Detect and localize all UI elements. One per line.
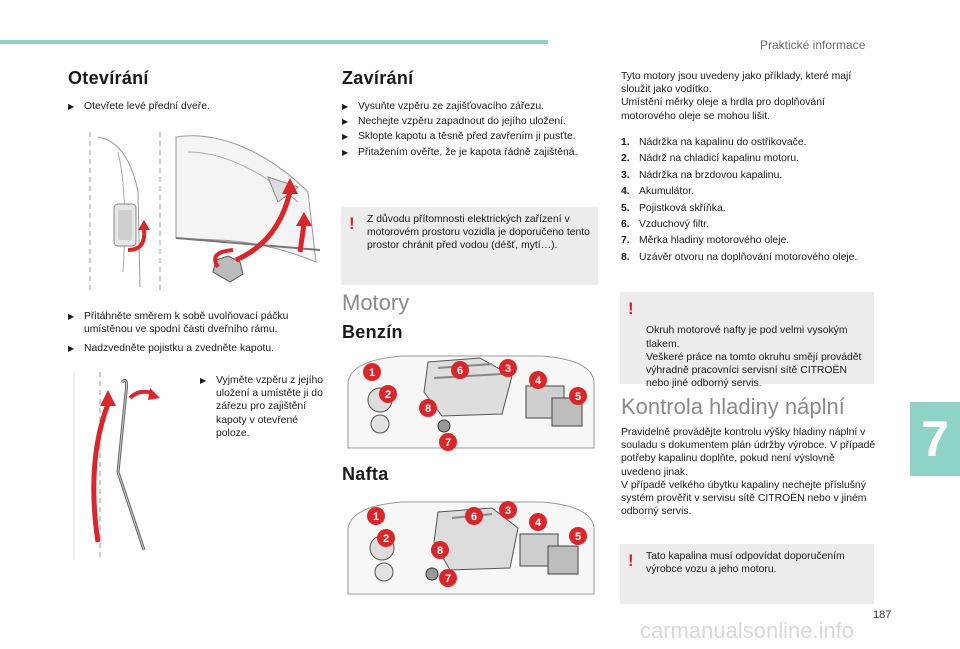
engines-title: Motory	[342, 290, 410, 315]
list-item: 2.Nádrž na chladicí kapalinu motoru.	[621, 153, 799, 165]
opening-steps-2: ▶Přitáhněte směrem k sobě uvolňovací páč…	[68, 310, 320, 358]
bullet-arrow-icon: ▶	[342, 132, 349, 142]
callout-label: 4	[535, 375, 542, 387]
petrol-subtitle: Benzín	[342, 322, 403, 342]
closing-warning-note: ! Z důvodu přítomnosti elektrických zaří…	[341, 207, 598, 285]
list-item: 7.Měrka hladiny motorového oleje.	[621, 235, 790, 247]
exclamation-icon: !	[349, 214, 355, 233]
opening-step-1: ▶Otevřete levé přední dveře.	[68, 101, 210, 112]
closing-step: ▶Nechejte vzpěru zapadnout do jejího ulo…	[342, 116, 566, 128]
levels-title: Kontrola hladiny náplní	[621, 394, 845, 419]
hood-release-illustration	[89, 132, 320, 292]
diesel-engine-illustration: 1 2 8 7 6 3 4 5	[347, 501, 595, 595]
opening-steps-3: ▶Vyjměte vzpěru z jejího uložení a umíst…	[200, 374, 325, 442]
callout-label: 3	[505, 363, 511, 375]
closing-step: ▶Vysuňte vzpěru ze zajišťovacího zářezu.	[342, 101, 545, 112]
callout-label: 4	[535, 517, 542, 529]
callouts-diesel	[367, 501, 587, 587]
petrol-engine-illustration: 1 2 8 7 6 3 4 5	[347, 355, 595, 451]
list-item: 4.Akumulátor.	[621, 186, 694, 198]
callout-label: 8	[437, 545, 443, 557]
bullet-arrow-icon: ▶	[68, 344, 75, 354]
section-label: Praktické informace	[760, 38, 866, 52]
closing-step: ▶Přitažením ověřte, že je kapota řádně z…	[342, 146, 578, 158]
top-accent-bar	[0, 40, 548, 44]
list-item: 3.Nádržka na brzdovou kapalinu.	[621, 169, 783, 181]
opening-title: Otevírání	[68, 68, 149, 88]
page-number: 187	[873, 609, 892, 621]
fluid-warning-note: ! Tato kapalina musí odpovídat doporučen…	[620, 544, 874, 604]
chapter-tab: 7	[910, 402, 960, 476]
callout-label: 8	[425, 403, 431, 415]
exclamation-icon: !	[628, 551, 634, 570]
opening-steps-1: ▶Otevřete levé přední dveře.	[68, 100, 318, 115]
opening-step-4: ▶Vyjměte vzpěru z jejího uložení a umíst…	[200, 375, 324, 439]
diesel-subtitle: Nafta	[342, 464, 389, 484]
bullet-arrow-icon: ▶	[342, 117, 349, 127]
callout-label: 6	[457, 365, 463, 377]
bullet-arrow-icon: ▶	[68, 312, 75, 321]
diesel-warning-note: ! Okruh motorové nafty je pod velmi vyso…	[620, 292, 874, 389]
engine-parts-list: 1.Nádržka na kapalinu do ostřikovače. 2.…	[621, 136, 877, 267]
closing-steps: ▶Vysuňte vzpěru ze zajišťovacího zářezu.…	[342, 100, 600, 161]
callout-label: 5	[575, 531, 581, 543]
bullet-arrow-icon: ▶	[342, 102, 349, 111]
callout-label: 1	[373, 511, 379, 523]
callout-label: 7	[445, 573, 451, 585]
opening-step-2: ▶Přitáhněte směrem k sobě uvolňovací páč…	[68, 311, 289, 336]
list-item: 6.Vzduchový filtr.	[621, 218, 709, 230]
callout-label: 5	[575, 391, 581, 403]
list-item: 8.Uzávěr otvoru na doplňování motorového…	[621, 251, 858, 263]
bullet-arrow-icon: ▶	[342, 147, 349, 157]
levels-text: Pravidelně provádějte kontrolu výšky hla…	[621, 427, 876, 518]
bullet-arrow-icon: ▶	[68, 102, 75, 111]
closing-step: ▶Sklopte kapotu a těsně před zavřením ji…	[342, 131, 576, 143]
callout-label: 2	[385, 389, 391, 401]
opening-step-3: ▶Nadzvedněte pojistku a zvedněte kapotu.	[68, 343, 275, 355]
callout-label: 3	[505, 505, 511, 517]
callout-label: 1	[369, 367, 375, 379]
watermark: carmanualsonline.info	[640, 618, 855, 643]
closing-title: Zavírání	[342, 68, 414, 88]
list-item: 1.Nádržka na kapalinu do ostřikovače.	[621, 137, 807, 148]
bullet-arrow-icon: ▶	[200, 376, 207, 385]
engines-intro: Tyto motory jsou uvedeny jako příklady, …	[621, 71, 852, 122]
callout-label: 7	[445, 437, 451, 449]
hood-stay-illustration	[73, 372, 160, 560]
callout-label: 2	[383, 533, 389, 545]
callouts-petrol	[363, 359, 587, 451]
list-item: 5.Pojistková skříňka.	[621, 202, 726, 214]
callout-label: 6	[471, 511, 477, 523]
exclamation-icon: !	[628, 299, 634, 318]
